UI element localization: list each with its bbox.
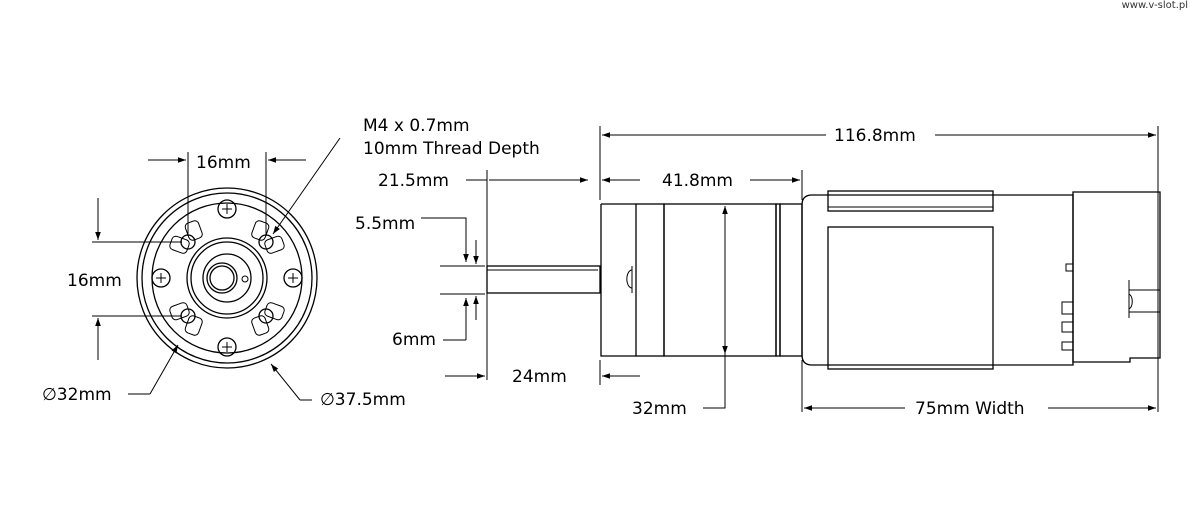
mounting-holes	[180, 234, 274, 324]
dim-diameter-inner: ∅32mm	[42, 385, 112, 405]
thread-spec-line1: M4 x 0.7mm	[363, 116, 470, 136]
dim-flat-depth: 5.5mm	[355, 214, 415, 234]
gearbox-front	[600, 203, 636, 357]
rear-cap	[1072, 191, 1161, 363]
dim-motor-width: 75mm Width	[915, 399, 1025, 419]
dim-diameter-outer: ∅37.5mm	[320, 390, 406, 410]
motor-can	[801, 194, 1074, 366]
gearbox-body	[663, 203, 777, 357]
slots	[169, 220, 285, 336]
dim-shaft-diameter: 6mm	[392, 330, 436, 350]
screw-icon	[151, 199, 303, 357]
dim-gearbox-height: 32mm	[632, 399, 687, 419]
side-view: 116.8mm 41.8mm 21.5mm 5.5mm 6mm 24mm 32m…	[355, 126, 1161, 419]
dim-shaft-exposed: 24mm	[512, 367, 567, 387]
dim-overall-length: 116.8mm	[834, 126, 916, 146]
outer-circle	[136, 187, 318, 369]
motor-label-area	[827, 226, 994, 370]
shaft	[206, 262, 238, 294]
outer-ring	[141, 192, 313, 364]
dim-gearbox-length: 41.8mm	[662, 171, 733, 191]
boss-outer	[186, 237, 268, 319]
dim-hole-spacing-h: 16mm	[196, 153, 251, 173]
front-view: 16mm 16mm M4 x 0.7mm 10mm Thread Depth ∅…	[42, 116, 540, 410]
dim-shaft-length: 21.5mm	[378, 171, 449, 191]
thread-spec-line2: 10mm Thread Depth	[363, 139, 540, 159]
motor-top-bar	[827, 190, 994, 212]
watermark: www.v-slot.pl	[1122, 0, 1188, 11]
dim-hole-spacing-v: 16mm	[67, 271, 122, 291]
